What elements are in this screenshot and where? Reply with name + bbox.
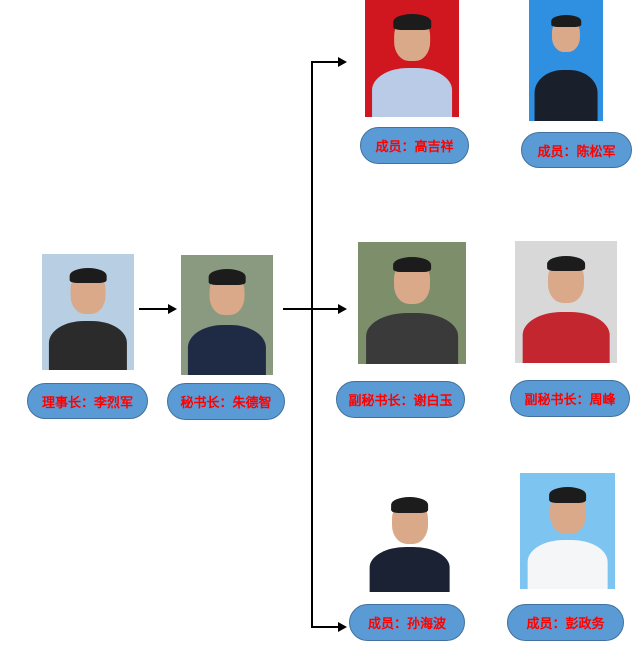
person-hair: [393, 256, 431, 273]
person-hair: [208, 269, 246, 285]
person-body: [366, 312, 458, 364]
person-hair: [393, 14, 431, 30]
arrow-head-icon: [168, 304, 177, 314]
person-body: [187, 324, 267, 375]
person-body: [372, 67, 452, 117]
photo-deputy-xie: [358, 242, 466, 364]
label-member-peng: 成员：彭政务: [507, 604, 624, 641]
person-body: [48, 321, 128, 370]
person-body: [522, 311, 610, 363]
photo-secretary-general: [181, 255, 273, 375]
connector-chairman-secretary: [139, 308, 169, 310]
label-deputy-zhou: 副秘书长：周峰: [510, 380, 630, 417]
connector-trunk-top: [311, 61, 339, 63]
photo-deputy-zhou: [515, 241, 617, 363]
person-body: [369, 546, 450, 592]
label-member-sun: 成员：孙海波: [349, 604, 465, 641]
arrow-head-icon: [338, 622, 347, 632]
photo-member-sun: [362, 484, 457, 592]
person-hair: [551, 14, 581, 27]
photo-chairman: [42, 254, 134, 370]
person-hair: [548, 486, 587, 503]
label-member-chen: 成员：陈松军: [521, 132, 632, 168]
photo-member-gao: [365, 0, 459, 117]
person-hair: [69, 267, 107, 284]
photo-member-peng: [520, 473, 615, 589]
connector-trunk-vertical: [311, 61, 313, 628]
connector-trunk-bottom: [311, 626, 339, 628]
person-body: [534, 70, 598, 121]
arrow-head-icon: [338, 57, 347, 67]
photo-member-chen: [529, 0, 603, 121]
label-deputy-xie: 副秘书长：谢白玉: [336, 381, 465, 418]
person-hair: [390, 496, 429, 513]
label-secretary-general: 秘书长：朱德智: [167, 383, 285, 420]
person-body: [527, 540, 608, 589]
person-hair: [547, 255, 585, 272]
label-member-gao: 成员：高吉祥: [360, 127, 469, 164]
arrow-head-icon: [338, 304, 347, 314]
label-chairman: 理事长：李烈军: [27, 383, 148, 419]
